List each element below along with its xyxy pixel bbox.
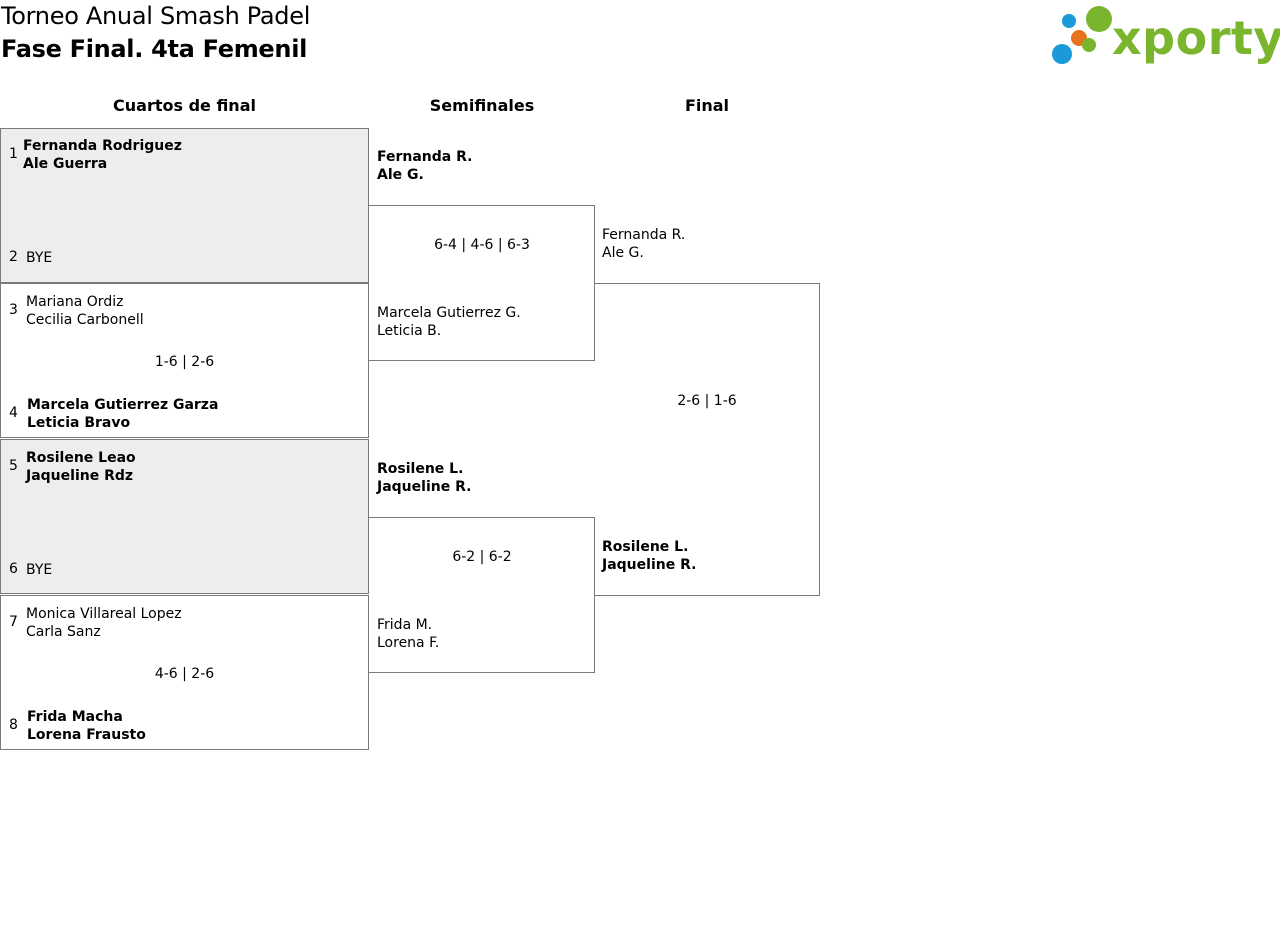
- team-entry: BYE: [26, 561, 52, 579]
- player-name: Rosilene Leao: [26, 450, 136, 466]
- team-entry: Mariana Ordiz Cecilia Carbonell: [26, 293, 144, 329]
- xporty-logo[interactable]: xporty: [1050, 4, 1280, 68]
- player-name: BYE: [26, 562, 53, 578]
- player-name: Lorena F.: [377, 635, 440, 651]
- round-header-semifinals: Semifinales: [429, 96, 535, 115]
- player-name: Leticia B.: [377, 323, 442, 339]
- match-score: 6-4 | 4-6 | 6-3: [434, 237, 530, 253]
- team-entry: Fernanda Rodriguez Ale Guerra: [23, 137, 182, 173]
- player-name: Lorena Frausto: [27, 727, 146, 743]
- logo-wordmark: xporty: [1112, 11, 1280, 65]
- semifinal-match[interactable]: 6-2 | 6-2 Frida M. Lorena F.: [369, 517, 595, 673]
- match-score: 6-2 | 6-2: [452, 549, 512, 565]
- seed-number: 2: [9, 249, 18, 265]
- logo-dot-green-small-icon: [1062, 14, 1076, 28]
- seed-number: 6: [9, 561, 18, 577]
- semifinal-team: Frida M. Lorena F.: [377, 616, 439, 652]
- seed-number: 1: [9, 146, 18, 162]
- player-name: Rosilene L.: [377, 461, 464, 477]
- player-name: Rosilene L.: [602, 539, 689, 555]
- player-name: Ale Guerra: [23, 156, 108, 172]
- player-name: BYE: [26, 250, 53, 266]
- quarterfinal-match[interactable]: 7 Monica Villareal Lopez Carla Sanz 4-6 …: [0, 595, 369, 750]
- final-team: Fernanda R. Ale G.: [602, 226, 685, 262]
- player-name: Ale G.: [602, 245, 644, 261]
- player-name: Jaqueline Rdz: [26, 468, 134, 484]
- team-entry: BYE: [26, 249, 52, 267]
- quarterfinal-match[interactable]: 3 Mariana Ordiz Cecilia Carbonell 1-6 | …: [0, 283, 369, 438]
- team-entry: Marcela Gutierrez Garza Leticia Bravo: [27, 396, 218, 432]
- seed-number: 5: [9, 458, 18, 474]
- semifinal-match[interactable]: 6-4 | 4-6 | 6-3 Marcela Gutierrez G. Let…: [369, 205, 595, 361]
- player-name: Monica Villareal Lopez: [26, 606, 182, 622]
- player-name: Cecilia Carbonell: [26, 312, 144, 328]
- seed-number: 3: [9, 302, 18, 318]
- final-team: Rosilene L. Jaqueline R.: [602, 538, 696, 574]
- seed-number: 7: [9, 614, 18, 630]
- player-name: Marcela Gutierrez Garza: [27, 397, 219, 413]
- seed-number: 8: [9, 717, 18, 733]
- player-name: Marcela Gutierrez G.: [377, 305, 521, 321]
- logo-dot-green-mid-icon: [1082, 38, 1096, 52]
- logo-dot-green-icon: [1086, 6, 1112, 32]
- player-name: Fernanda R.: [377, 149, 473, 165]
- player-name: Carla Sanz: [26, 624, 101, 640]
- semifinal-team: Fernanda R. Ale G.: [377, 148, 472, 184]
- logo-dot-blue-icon: [1052, 44, 1072, 64]
- match-score: 2-6 | 1-6: [677, 393, 737, 409]
- player-name: Leticia Bravo: [27, 415, 131, 431]
- player-name: Ale G.: [377, 167, 424, 183]
- semifinal-team: Marcela Gutierrez G. Leticia B.: [377, 304, 521, 340]
- final-match[interactable]: 2-6 | 1-6: [594, 283, 820, 596]
- team-entry: Frida Macha Lorena Frausto: [27, 708, 146, 744]
- quarterfinal-match[interactable]: 1 Fernanda Rodriguez Ale Guerra 2 BYE: [0, 128, 369, 283]
- player-name: Frida M.: [377, 617, 433, 633]
- match-score: 1-6 | 2-6: [154, 354, 215, 370]
- tournament-title: Torneo Anual Smash Padel: [1, 2, 311, 30]
- player-name: Jaqueline R.: [377, 479, 472, 495]
- player-name: Mariana Ordiz: [26, 294, 124, 310]
- player-name: Frida Macha: [27, 709, 123, 725]
- team-entry: Rosilene Leao Jaqueline Rdz: [26, 449, 136, 485]
- match-score: 4-6 | 2-6: [154, 666, 215, 682]
- quarterfinal-match[interactable]: 5 Rosilene Leao Jaqueline Rdz 6 BYE: [0, 439, 369, 594]
- player-name: Jaqueline R.: [602, 557, 697, 573]
- seed-number: 4: [9, 405, 18, 421]
- player-name: Fernanda Rodriguez: [23, 138, 182, 154]
- round-header-final: Final: [684, 96, 730, 115]
- round-header-quarterfinals: Cuartos de final: [113, 96, 256, 115]
- tournament-subtitle: Fase Final. 4ta Femenil: [1, 35, 308, 63]
- semifinal-team: Rosilene L. Jaqueline R.: [377, 460, 471, 496]
- team-entry: Monica Villareal Lopez Carla Sanz: [26, 605, 182, 641]
- player-name: Fernanda R.: [602, 227, 686, 243]
